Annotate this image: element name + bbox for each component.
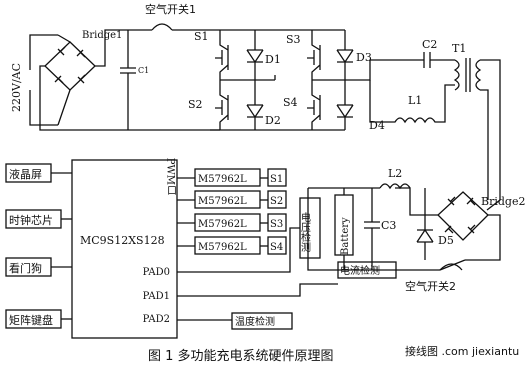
c1-label: C1	[138, 66, 149, 75]
svg-text:看门狗: 看门狗	[9, 261, 42, 275]
bridge2: Bridge2	[395, 187, 525, 261]
ac-source-label: 220V/AC	[10, 63, 23, 112]
battery-label: Battery	[340, 217, 351, 255]
d1-label: D1	[265, 53, 281, 66]
svg-text:M57962L: M57962L	[198, 219, 247, 230]
svg-text:S3: S3	[270, 219, 283, 230]
l1-label: L1	[408, 94, 422, 107]
c2-label: C2	[422, 38, 437, 51]
mcu-label: MC9S12XS128	[80, 234, 165, 247]
capacitor-c1: C1	[120, 30, 149, 130]
inductor-l2: L2	[379, 167, 411, 190]
svg-text:电压检测: 电压检测	[299, 211, 311, 253]
peripheral-lcd: 液晶屏	[5, 163, 72, 183]
temperature-detect: 温度检测	[177, 312, 293, 330]
mcu-block: MC9S12XS128 PWM口 PAD0 PAD1 PAD2	[71, 158, 178, 339]
d3-label: D3	[356, 51, 372, 64]
peripheral-keypad: 矩阵键盘	[5, 309, 72, 329]
svg-text:M57962L: M57962L	[198, 196, 247, 207]
pad2-label: PAD2	[143, 314, 170, 325]
air-switch-1-label: 空气开关1	[145, 2, 196, 16]
svg-text:M57962L: M57962L	[198, 242, 247, 253]
svg-text:矩阵键盘: 矩阵键盘	[9, 313, 53, 327]
l2-label: L2	[388, 167, 402, 180]
pwm-label: PWM口	[165, 158, 176, 195]
d4-label: D4	[369, 119, 385, 132]
capacitor-c3: C3	[364, 188, 396, 270]
transformer-t1: T1	[452, 42, 501, 211]
s1-label: S1	[194, 30, 209, 43]
air-switch-1: 空气开关1	[145, 2, 210, 31]
svg-text:电流检测: 电流检测	[340, 264, 380, 277]
air-switch-2-label: 空气开关2	[405, 279, 456, 293]
diode-d5: D5	[416, 188, 454, 260]
c3-label: C3	[381, 219, 396, 232]
svg-text:M57962L: M57962L	[198, 174, 247, 185]
driver-chip: M57962L S4	[177, 236, 287, 255]
voltage-detect: 电压检测	[177, 197, 321, 273]
s2-label: S2	[188, 98, 203, 111]
air-switch-2: 空气开关2	[405, 263, 463, 293]
ac-source: 220V/AC	[10, 34, 58, 126]
watermark: 接线图 .com jiexiantu	[405, 344, 519, 358]
driver-chip: M57962L S2	[177, 190, 287, 209]
svg-text:S4: S4	[270, 242, 283, 253]
bridge1-label: Bridge1	[82, 30, 122, 41]
t1-label: T1	[452, 42, 466, 55]
figure-caption: 图 1 多功能充电系统硬件原理图	[148, 348, 334, 364]
svg-text:温度检测: 温度检测	[235, 315, 275, 328]
peripheral-clock: 时钟芯片	[5, 209, 72, 229]
igbt-s1: S1 D1	[194, 30, 281, 81]
current-detect: 电流检测	[177, 261, 397, 297]
d2-label: D2	[265, 114, 281, 127]
pad1-label: PAD1	[143, 291, 170, 302]
s3-label: S3	[286, 33, 301, 46]
svg-text:时钟芯片: 时钟芯片	[9, 213, 53, 227]
igbt-s3: S3 D3	[286, 30, 372, 81]
peripheral-watchdog: 看门狗	[5, 257, 72, 277]
driver-chip: M57962L S3	[177, 213, 287, 232]
s4-label: S4	[283, 96, 298, 109]
battery: Battery	[334, 188, 354, 270]
d5-label: D5	[438, 234, 454, 247]
svg-text:液晶屏: 液晶屏	[9, 167, 42, 181]
driver-chip: M57962L S1	[177, 168, 287, 187]
bridge1: Bridge1	[39, 29, 152, 131]
igbt-s2: S2 D2	[188, 80, 281, 130]
svg-text:S2: S2	[270, 196, 283, 207]
inductor-l1: L1	[369, 80, 455, 124]
svg-text:S1: S1	[270, 174, 283, 185]
bridge2-label: Bridge2	[481, 195, 525, 208]
capacitor-c2: C2	[400, 38, 455, 68]
igbt-s4: S4 D4	[283, 80, 385, 132]
pad0-label: PAD0	[143, 267, 170, 278]
